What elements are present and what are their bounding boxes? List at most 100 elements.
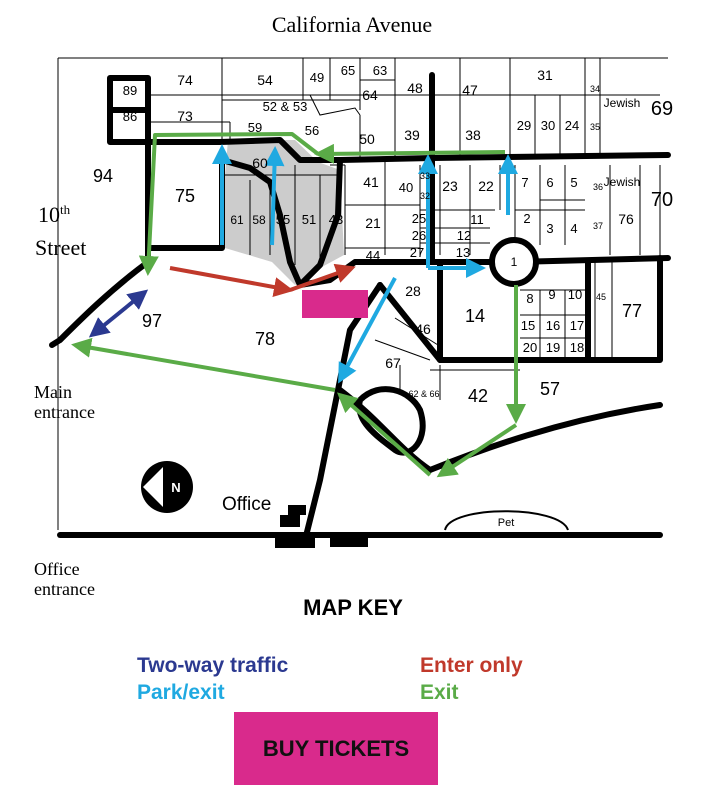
section-label: Jewish: [604, 96, 641, 110]
section-label: 10: [568, 287, 582, 302]
section-label: 15: [521, 318, 535, 333]
section-label: 49: [310, 70, 324, 85]
arrow-park-exit: [212, 144, 518, 384]
section-label: 70: [651, 189, 673, 211]
section-label: 3: [546, 221, 553, 236]
key-park-exit: Park/exit: [137, 681, 225, 704]
section-label: 62 & 66: [408, 389, 439, 399]
section-label: 51: [302, 212, 316, 227]
section-label: 73: [177, 108, 193, 124]
buy-tickets-button[interactable]: BUY TICKETS: [234, 712, 438, 785]
section-label: 89: [123, 83, 137, 98]
section-label: 61: [230, 213, 244, 227]
section-grid: [150, 58, 661, 400]
section-label: Jewish: [604, 175, 641, 189]
section-label: 29: [517, 118, 531, 133]
section-label: 19: [546, 340, 560, 355]
map-outline: [57, 57, 668, 340]
section-label: 40: [399, 180, 413, 195]
section-label: 24: [565, 118, 579, 133]
arrow-exit: [71, 132, 526, 478]
office-entrance-label: Office entrance: [34, 559, 95, 599]
section-label: 16: [546, 318, 560, 333]
section-label: 5: [570, 175, 577, 190]
section-label: 32: [420, 191, 430, 201]
map-key-title: MAP KEY: [303, 595, 403, 620]
section-label: 8: [526, 291, 533, 306]
section-label: 60: [252, 155, 268, 171]
parking-area: [225, 140, 344, 285]
north-compass-icon: N: [141, 461, 193, 513]
section-label: 12: [457, 228, 471, 243]
section-label: 33: [420, 171, 430, 181]
section-label: 54: [257, 72, 273, 88]
section-label: 20: [523, 340, 537, 355]
section-label: 27: [410, 245, 424, 260]
roundabout: [489, 237, 539, 287]
section-label: 35: [590, 122, 600, 132]
section-label: 76: [618, 211, 634, 227]
section-label: 78: [255, 329, 275, 349]
section-label: 30: [541, 118, 555, 133]
section-label: 1: [511, 255, 518, 269]
section-label: 57: [540, 379, 560, 399]
section-label: 26: [412, 228, 426, 243]
arrow-two-way: [88, 289, 149, 338]
pet-area: [444, 510, 569, 531]
main-entrance-label: Main entrance: [34, 382, 95, 422]
section-label: 52 & 53: [263, 99, 308, 114]
section-label: 6: [546, 175, 553, 190]
key-exit: Exit: [420, 681, 459, 704]
section-label: 37: [593, 221, 603, 231]
section-label: 14: [465, 306, 485, 326]
section-label: 23: [442, 178, 458, 194]
section-label: 31: [537, 67, 553, 83]
section-label: 69: [651, 98, 673, 120]
section-label: 17: [570, 318, 584, 333]
section-label: 64: [362, 87, 378, 103]
section-label: 63: [373, 63, 387, 78]
section-label: 67: [385, 355, 401, 371]
section-label: 58: [252, 213, 266, 227]
section-label: 94: [93, 166, 113, 186]
office-building-icon: [275, 505, 368, 548]
pet-label: Pet: [498, 517, 515, 529]
section-label: 28: [405, 283, 421, 299]
north-label: N: [171, 480, 180, 495]
section-label: 36: [593, 182, 603, 192]
section-label: 11: [470, 212, 484, 227]
section-label: 4: [570, 221, 577, 236]
street-label-street: Street: [35, 235, 86, 260]
section-label: 38: [465, 127, 481, 143]
section-label: 75: [175, 186, 195, 206]
section-label: 21: [365, 215, 381, 231]
street-label-10th: 10th: [38, 202, 71, 227]
section-label: 97: [142, 311, 162, 331]
section-label: 86: [123, 109, 137, 124]
section-label: 77: [622, 301, 642, 321]
section-label: 47: [462, 82, 478, 98]
section-label: 13: [456, 245, 470, 260]
section-label: 25: [412, 211, 426, 226]
section-label: 41: [363, 174, 379, 190]
arrow-enter-only: [169, 263, 356, 297]
ticket-location-marker: [302, 290, 368, 318]
key-two-way: Two-way traffic: [137, 654, 289, 677]
section-label: 59: [248, 120, 262, 135]
section-label: 7: [521, 175, 528, 190]
section-label: 45: [596, 292, 606, 302]
section-label: 50: [359, 131, 375, 147]
section-label: 46: [415, 321, 431, 337]
section-label: 55: [276, 212, 290, 227]
section-label: 18: [570, 340, 584, 355]
section-label: 74: [177, 72, 193, 88]
section-label: 39: [404, 127, 420, 143]
section-label: 22: [478, 178, 494, 194]
key-enter-only: Enter only: [420, 654, 523, 677]
section-label: 43: [329, 212, 343, 227]
street-label-california: California Avenue: [272, 12, 432, 37]
section-label: 56: [305, 123, 319, 138]
section-label: 65: [341, 63, 355, 78]
